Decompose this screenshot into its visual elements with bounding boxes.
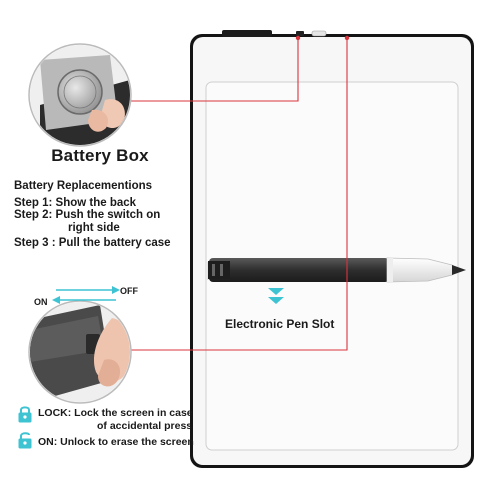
- switch-off-label: OFF: [120, 286, 138, 296]
- on-keyword: ON:: [38, 436, 58, 448]
- switch-on-label: ON: [34, 297, 48, 307]
- padlock-open-icon: [18, 432, 32, 449]
- switch-zoom-circle: [28, 300, 132, 404]
- tablet-body: [190, 30, 474, 468]
- battery-zoom-circle: [28, 43, 132, 147]
- double-chevron-down-icon: [268, 288, 284, 304]
- pen-slot-label: Electronic Pen Slot: [225, 317, 335, 331]
- lock-keyword: LOCK:: [38, 407, 72, 419]
- step-3-text: Step 3 : Pull the battery case: [14, 237, 171, 249]
- battery-replacements-heading: Battery Replacementions: [14, 180, 153, 192]
- lock-legend-line-1: LOCK: Lock the screen in case: [38, 407, 193, 420]
- padlock-closed-icon: [18, 406, 32, 423]
- step-1-text: Step 1: Show the back: [14, 197, 137, 209]
- on-off-arrows: [52, 286, 120, 304]
- callout-lines: [128, 38, 348, 351]
- step-2-continued-text: right side: [68, 222, 120, 234]
- electronic-pen: [206, 257, 466, 283]
- on-description: Unlock to erase the screen: [60, 436, 194, 448]
- battery-box-title: Battery Box: [51, 146, 149, 165]
- on-legend-line: ON: Unlock to erase the screen: [38, 436, 194, 449]
- lock-description-2: of accidental press: [97, 420, 193, 432]
- step-2-text: Step 2: Push the switch on: [14, 209, 161, 221]
- lock-description-1: Lock the screen in case: [74, 407, 193, 419]
